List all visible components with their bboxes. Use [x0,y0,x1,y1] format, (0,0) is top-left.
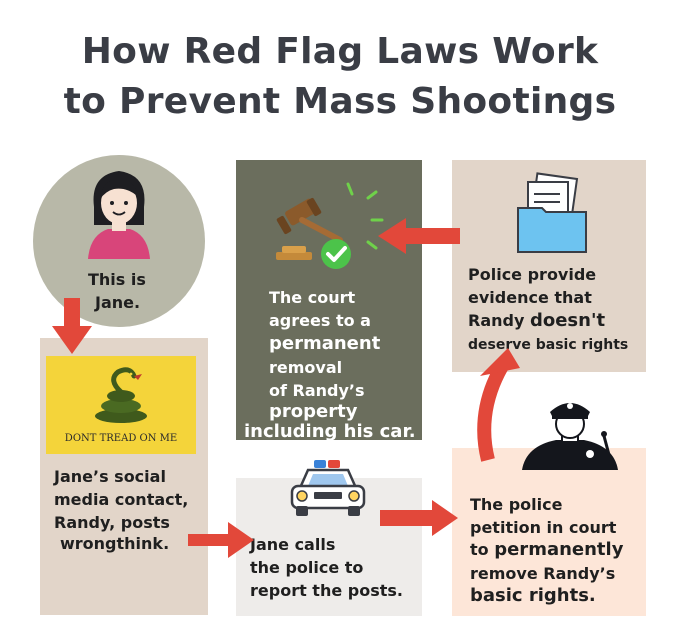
title-line-1: How Red Flag Laws Work [81,31,599,72]
petition-step-emphasis: permanently [494,539,624,560]
evidence-step-line-2: evidence that [468,288,592,307]
court-step-panel [236,160,422,440]
evidence-step-emphasis: doesn't [529,310,606,331]
court-step-line-2: agrees to a [269,311,371,330]
court-step-line-6: property [269,401,358,422]
police-car-icon [290,460,366,516]
court-step-line-7: including his car. [244,421,416,442]
social-step-line-2: media contact, [54,490,189,509]
flag-motto: DONT TREAD ON ME [64,433,178,444]
evidence-step-line-3a: Randy [468,311,530,330]
court-step-line-1: The court [269,288,356,307]
title-line-2: to Prevent Mass Shootings [63,81,617,122]
petition-step-line-5: basic rights. [470,585,596,606]
snake-icon [95,367,147,423]
petition-step-panel [452,448,646,616]
petition-step-line-2: petition in court [470,518,617,537]
call-step-line-2: the police to [250,558,364,577]
court-step-line-5: of Randy’s [269,381,365,400]
arrow-right-icon-2 [380,500,458,536]
jane-label-line-1: This is [88,270,146,289]
call-step-line-1: Jane calls [250,535,336,554]
arrow-down-icon [52,298,92,354]
arrow-right-icon [188,522,254,558]
evidence-step-line-1: Police provide [468,265,597,284]
social-step-line-1: Jane’s social [54,467,166,486]
gavel-icon [276,182,384,269]
arrow-left-icon [378,218,460,254]
court-step-line-3: permanent [269,333,381,354]
social-step-line-3: Randy, posts [54,513,170,532]
jane-avatar-icon [88,171,150,259]
petition-step-line-1: The police [470,495,563,514]
police-officer-icon [522,403,618,470]
petition-step-line-4: remove Randy’s [470,564,616,583]
evidence-step-line-3: Randy doesn't [468,309,605,332]
court-step-line-4: removal [269,358,343,377]
social-step-line-4: wrongthink. [60,534,170,553]
petition-step-line-3: to permanently [470,538,623,561]
evidence-folder-icon [517,172,587,253]
jane-label-line-2: Jane. [95,293,141,312]
arrow-up-icon [477,348,520,462]
call-step-line-3: report the posts. [250,581,403,600]
petition-step-line-3a: to [470,540,495,559]
